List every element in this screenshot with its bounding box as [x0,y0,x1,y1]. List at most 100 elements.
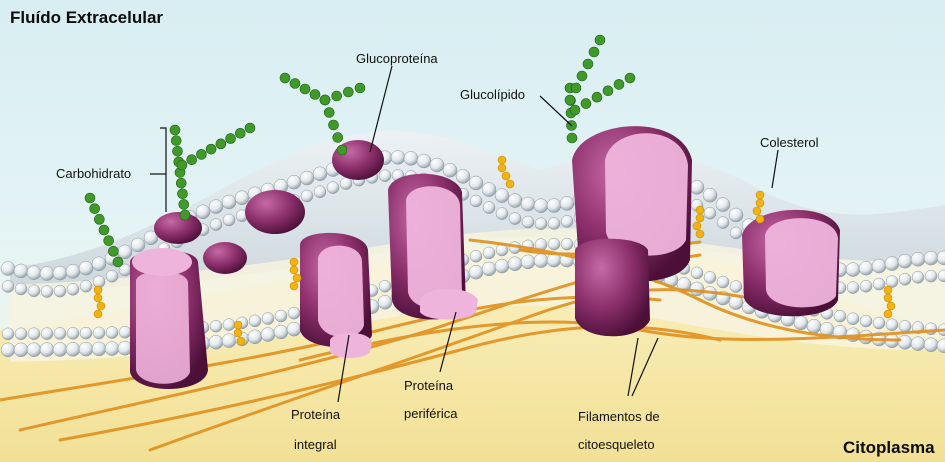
phospholipid-head [898,254,912,268]
sugar-unit [171,136,181,146]
phospholipid-head [873,317,885,329]
phospholipid-head [925,270,937,282]
sugar-unit [583,59,593,69]
sugar-unit [577,71,587,81]
phospholipid-head [79,261,93,275]
phospholipid-head [66,342,80,356]
phospholipid-head [131,238,145,252]
phospholipid-head [495,259,509,273]
sugar-unit [85,193,95,203]
sugar-unit [113,257,123,267]
phospholipid-head [249,315,261,327]
phospholipid-head [547,198,561,212]
sugar-unit [280,73,290,83]
sugar-unit [173,146,183,156]
sugar-unit [603,86,613,96]
sugar-unit [324,108,334,118]
sugar-unit [333,133,343,143]
glycolipid-label: Glucolípido [460,87,525,103]
sugar-unit [178,189,188,199]
phospholipid-head [379,170,391,182]
phospholipid-head [15,328,27,340]
phospholipid-head [80,280,92,292]
phospholipid-head [561,238,573,250]
phospholipid-head [730,281,742,293]
phospholipid-head [521,255,535,269]
sugar-unit [226,134,236,144]
phospholipid-head [886,319,898,331]
phospholipid-head [313,167,327,181]
phospholipid-head [14,264,28,278]
sugar-unit [196,149,206,159]
sugar-unit [108,246,118,256]
phospholipid-head [716,198,730,212]
phospholipid-head [717,217,729,229]
phospholipid-head [118,245,132,259]
sugar-unit [179,199,189,209]
phospholipid-head [209,200,223,214]
sugar-unit [595,35,605,45]
phospholipid-head [378,295,392,309]
peripheral-protein-label-line2: periférica [404,406,457,422]
phospholipid-head [483,202,495,214]
phospholipid-head [925,323,937,335]
phospholipid-head [27,266,41,280]
phospholipid-head [222,334,236,348]
phospholipid-head [210,219,222,231]
phospholipid-head [261,328,275,342]
phospholipid-head [327,182,339,194]
phospholipid-head [703,188,717,202]
phospholipid-head [483,247,495,259]
sugar-unit [245,123,255,133]
phospholipid-head [561,215,573,227]
phospholipid-head [924,251,938,265]
glycoprotein-label: Glucoproteína [356,51,438,67]
phospholipid-head [794,316,808,330]
phospholipid-head [443,163,457,177]
phospholipid-head [209,335,223,349]
phospholipid-head [548,217,560,229]
filaments-label-line2: citoesqueleto [578,437,655,453]
integral-protein-label-line2: integral [294,437,337,453]
phospholipid-head [54,285,66,297]
sugar-unit [176,178,186,188]
phospholipid-head [340,178,352,190]
sugar-unit [99,225,109,235]
phospholipid-head [66,264,80,278]
sugar-unit [180,210,190,220]
phospholipid-head [196,205,210,219]
sugar-unit [300,84,310,94]
phospholipid-head [301,190,313,202]
phospholipid-head [534,254,548,268]
sugar-unit [104,236,114,246]
phospholipid-head [379,280,391,292]
sugar-unit [592,92,602,102]
phospholipid-head [15,283,27,295]
sugar-unit [177,160,187,170]
carbohydrate-label: Carbohidrato [56,166,131,182]
phospholipid-head [106,270,118,282]
phospholipid-head [210,320,222,332]
sugar-unit [355,83,365,93]
phospholipid-head [899,320,911,332]
peripheral-protein-label-line1: Proteína [404,378,453,394]
phospholipid-head [469,265,483,279]
phospholipid-head [911,337,925,351]
phospholipid-head [912,271,924,283]
phospholipid-head [404,151,418,165]
sugar-unit [565,95,575,105]
phospholipid-head [704,271,716,283]
phospholipid-head [1,343,15,357]
phospholipid-head [222,195,236,209]
phospholipid-head [534,199,548,213]
phospholipid-head [560,196,574,210]
phospholipid-head [27,343,41,357]
phospholipid-head [93,327,105,339]
phospholipid-head [859,261,873,275]
phospholipid-head [495,189,509,203]
sugar-unit [625,73,635,83]
phospholipid-head [92,342,106,356]
phospholipid-head [430,158,444,172]
sugar-unit [337,145,347,155]
phospholipid-head [80,327,92,339]
